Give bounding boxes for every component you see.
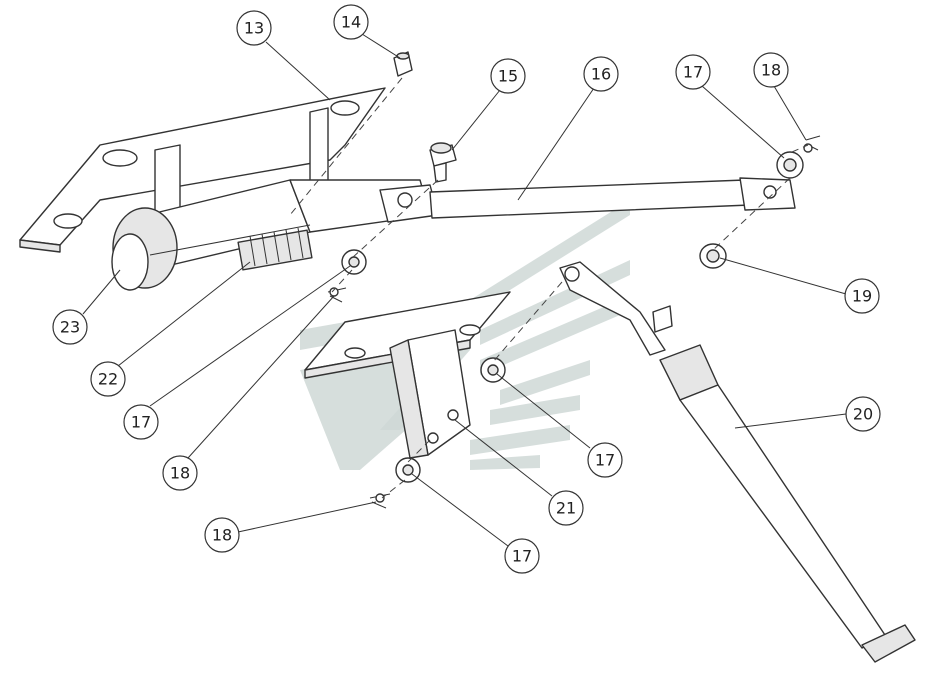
callout-label-19: 19: [852, 287, 872, 306]
callout-17-bottom: 17: [504, 538, 540, 574]
callout-17-mid: 17: [587, 442, 623, 478]
leader-lines: [82, 33, 847, 547]
callout-label-15: 15: [498, 67, 518, 86]
callout-18-top: 18: [753, 52, 789, 88]
rod-clevis-left: [379, 184, 439, 223]
callout-label-17-top-right: 17: [683, 63, 703, 82]
callout-label-18-bottom: 18: [212, 526, 232, 545]
callout-18-left: 18: [162, 455, 198, 491]
washer-part-17-top-right: [776, 151, 804, 179]
callout-18-bottom: 18: [204, 517, 240, 553]
callout-label-18-left: 18: [170, 464, 190, 483]
callout-13: 13: [236, 10, 272, 46]
callout-22: 22: [90, 361, 126, 397]
lower-bracket-part-21: [304, 291, 511, 459]
callout-label-22: 22: [98, 370, 118, 389]
callout-label-16: 16: [591, 65, 611, 84]
callout-15: 15: [490, 58, 526, 94]
cotter-pin-part-18-bottom: [369, 493, 391, 509]
callout-23: 23: [52, 309, 88, 345]
cotter-pin-part-18-top: [803, 135, 821, 153]
rod-part-16: [429, 177, 796, 219]
spring-part-22: [237, 227, 313, 271]
nut-part-19: [699, 243, 727, 269]
callout-label-20: 20: [853, 405, 873, 424]
callout-label-17-bottom: 17: [512, 547, 532, 566]
callout-17-left: 17: [123, 404, 159, 440]
callout-20: 20: [845, 396, 881, 432]
callout-label-17-left: 17: [131, 413, 151, 432]
callout-label-14: 14: [341, 13, 361, 32]
callout-17-top-right: 17: [675, 54, 711, 90]
callout-14: 14: [333, 4, 369, 40]
callout-16: 16: [583, 56, 619, 92]
callout-label-21: 21: [556, 499, 576, 518]
callout-label-13: 13: [244, 19, 264, 38]
washer-part-17-left: [341, 249, 367, 275]
washer-part-17-mid: [480, 357, 506, 383]
callout-label-23: 23: [60, 318, 80, 337]
assembly-lines: [289, 77, 809, 499]
callout-21: 21: [548, 490, 584, 526]
cotter-pin-part-18-left: [327, 287, 347, 303]
pin-part-15: [429, 142, 457, 183]
callout-19: 19: [844, 278, 880, 314]
callout-label-18-top: 18: [761, 61, 781, 80]
callout-label-17-mid: 17: [595, 451, 615, 470]
pedal-lever-part-20: [559, 261, 916, 663]
